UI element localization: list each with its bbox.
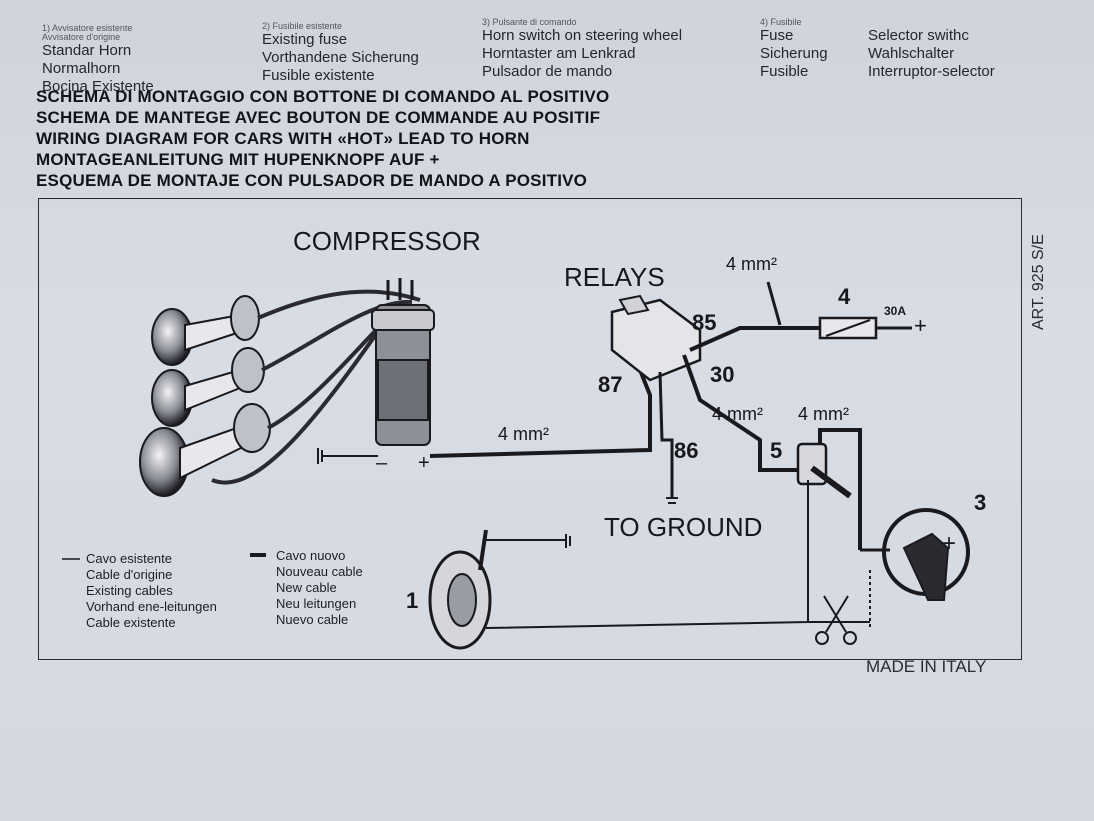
legend-line: Neu leitungen bbox=[276, 596, 357, 611]
horn-switch-icon bbox=[882, 508, 970, 601]
legend-line: Existing cables bbox=[86, 583, 173, 598]
pin-85-label: 85 bbox=[692, 310, 717, 335]
fuse-icon bbox=[818, 316, 878, 340]
legend-line: Cavo esistente bbox=[86, 551, 172, 566]
air-horn-icon bbox=[139, 403, 271, 497]
legend-line: Fusible bbox=[760, 63, 809, 80]
pin-30-label: 30 bbox=[710, 362, 735, 387]
relay-icon bbox=[610, 294, 702, 382]
legend-line: Cavo nuovo bbox=[276, 548, 346, 563]
wire-size-b: 4 mm² bbox=[798, 404, 849, 424]
diagram-titles: SCHEMA DI MONTAGGIO CON BOTTONE DI COMAN… bbox=[36, 86, 609, 191]
legend-line: Horntaster am Lenkrad bbox=[482, 45, 636, 62]
legend-line: Interruptor-selector bbox=[868, 63, 995, 80]
wire-size-top: 4 mm² bbox=[726, 254, 777, 274]
compressor-label: COMPRESSOR bbox=[293, 226, 481, 256]
pin-86-label: 86 bbox=[674, 438, 699, 463]
legend-line: Existing fuse bbox=[262, 31, 348, 48]
legend-line: Nuevo cable bbox=[276, 612, 349, 627]
article-code: ART. 925 S/E bbox=[1030, 234, 1047, 330]
standard-horn-icon bbox=[428, 529, 492, 650]
legend-line: Nouveau cable bbox=[276, 564, 363, 579]
legend-line: Fuse bbox=[760, 27, 794, 44]
title-it: SCHEMA DI MONTAGGIO CON BOTTONE DI COMAN… bbox=[36, 87, 610, 106]
to-ground-label: TO GROUND bbox=[604, 512, 763, 542]
compressor-plus: + bbox=[418, 452, 430, 474]
legend-tiny: 1) Avvisatore esistente bbox=[42, 23, 133, 33]
legend-line: Sicherung bbox=[760, 45, 828, 62]
pin-87-label: 87 bbox=[598, 372, 623, 397]
legend-line: Pulsador de mando bbox=[482, 63, 613, 80]
wire-size-main: 4 mm² bbox=[498, 424, 549, 444]
title-en: WIRING DIAGRAM FOR CARS WITH «HOT» LEAD … bbox=[36, 129, 530, 148]
selector-switch-icon bbox=[796, 442, 852, 499]
legend-tiny: 2) Fusibile esistente bbox=[262, 21, 343, 31]
legend-line: Cable existente bbox=[86, 615, 176, 630]
legend-line: Normalhorn bbox=[42, 60, 121, 77]
callout-3: 3 bbox=[974, 490, 987, 515]
legend-existing-fuse: 2) Fusibile esistente Existing fuse Vort… bbox=[262, 22, 419, 85]
legend-line: Vorthandene Sicherung bbox=[262, 49, 419, 66]
legend-line: Selector swithc bbox=[868, 27, 969, 44]
diagram-frame bbox=[38, 198, 1022, 660]
callout-4: 4 bbox=[838, 284, 851, 309]
existing-cable-legend: Cavo esistente Cable d'origine Existing … bbox=[86, 551, 217, 631]
legend-fuse: 4) Fusibile Fuse Sicherung Fusible bbox=[760, 18, 828, 81]
switch-plus: + bbox=[942, 530, 957, 557]
battery-plus: + bbox=[914, 313, 927, 338]
legend-line: Horn switch on steering wheel bbox=[482, 27, 683, 44]
title-fr: SCHEMA DE MANTEGE AVEC BOUTON DE COMMAND… bbox=[36, 108, 601, 127]
compressor-minus: – bbox=[376, 452, 388, 474]
title-es: ESQUEMA DE MONTAJE CON PULSADOR DE MANDO… bbox=[36, 171, 588, 190]
air-horn-icon bbox=[151, 295, 260, 366]
legend-tiny: 3) Pulsante di comando bbox=[482, 17, 577, 27]
wire-size-a: 4 mm² bbox=[712, 404, 763, 424]
legend-horn-switch: 3) Pulsante di comando Horn switch on st… bbox=[482, 18, 682, 81]
fuse-rating: 30A bbox=[884, 304, 907, 318]
legend-selector-switch: Selector swithc Wahlschalter Interruptor… bbox=[868, 18, 995, 81]
legend-line: Fusible existente bbox=[262, 67, 375, 84]
legend-line: Bocina Existente bbox=[42, 78, 154, 95]
relays-label: RELAYS bbox=[564, 262, 665, 292]
legend-line: New cable bbox=[276, 580, 337, 595]
legend-tiny: Avvisatore d'origine bbox=[42, 32, 121, 42]
title-de: MONTAGEANLEITUNG MIT HUPENKNOPF AUF + bbox=[36, 150, 440, 169]
scissors-icon bbox=[815, 595, 857, 645]
legend-line: Cable d'origine bbox=[86, 567, 173, 582]
made-in-label: MADE IN ITALY bbox=[866, 657, 987, 676]
compressor-icon bbox=[371, 278, 435, 446]
legend-line: Vorhand ene-leitungen bbox=[86, 599, 217, 614]
callout-5: 5 bbox=[770, 438, 783, 463]
legend-standard-horn: 1) Avvisatore esistente Avvisatore d'ori… bbox=[42, 24, 154, 96]
callout-1: 1 bbox=[406, 588, 419, 613]
legend-line: Standar Horn bbox=[42, 42, 132, 59]
legend-line: Wahlschalter bbox=[868, 45, 955, 62]
new-cable-legend: Cavo nuovo Nouveau cable New cable Neu l… bbox=[276, 548, 363, 628]
legend-tiny: 4) Fusibile bbox=[760, 17, 802, 27]
air-horn-icon bbox=[151, 347, 265, 427]
